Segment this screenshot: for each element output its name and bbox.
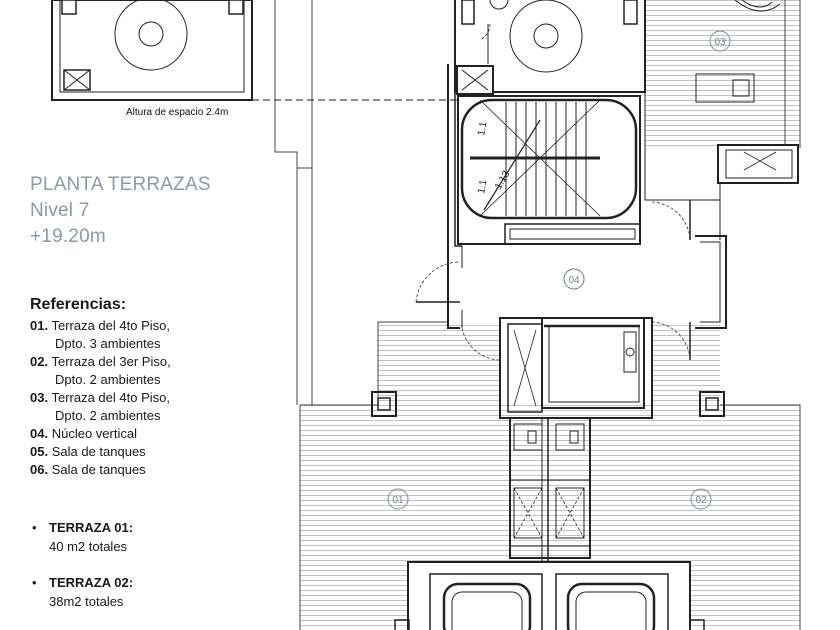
vertical-core [447, 64, 727, 329]
reference-item: 06. Sala de tanques [30, 461, 171, 479]
references-legend: Referencias: 01. Terraza del 4to Piso, D… [30, 296, 171, 479]
terrace-summary: • TERRAZA 02: 38m2 totales [32, 573, 133, 611]
mark-circle-04 [563, 268, 585, 290]
terrace-hatch-areas [300, 0, 800, 630]
plan-title-block: PLANTA TERRAZAS Nivel 7 +19.20m [30, 172, 211, 250]
reference-number: 01. [30, 318, 49, 333]
mark-label-03: 03 [714, 37, 726, 48]
reference-number: 03. [30, 390, 49, 405]
terrace-name: TERRAZA 01: [49, 520, 134, 535]
bullet: • [32, 575, 37, 590]
reference-text: Núcleo vertical [51, 426, 137, 441]
reference-text: Terraza del 4to Piso, [51, 390, 170, 405]
reference-item: 01. Terraza del 4to Piso, Dpto. 3 ambien… [30, 317, 171, 353]
mark-circle-02 [690, 488, 712, 510]
mark-circle-01 [387, 488, 409, 510]
bullet: • [32, 520, 37, 535]
tank-room-top-left [51, 0, 253, 101]
mark-label-04: 04 [568, 275, 580, 286]
stair-dim-1: 1.1 [476, 120, 489, 136]
reference-text: Sala de tanques [51, 444, 146, 459]
columns [371, 391, 725, 417]
right-side-fixture [695, 0, 799, 240]
reference-text: Terraza del 3er Piso, [51, 354, 171, 369]
door-swings [415, 201, 691, 361]
terrace-area: 38m2 totales [49, 594, 124, 609]
reference-number: 04. [30, 426, 49, 441]
bottom-tanks [394, 561, 705, 630]
reference-text-cont: Dpto. 3 ambientes [55, 336, 161, 351]
terrace-area: 40 m2 totales [49, 539, 128, 554]
reference-text: Sala de tanques [51, 462, 146, 477]
elevator-core [499, 317, 653, 419]
references-heading: Referencias: [30, 296, 127, 313]
reference-item: 05. Sala de tanques [30, 443, 171, 461]
reference-item: 03. Terraza del 4to Piso, Dpto. 2 ambien… [30, 389, 171, 425]
stair [460, 98, 638, 220]
reference-number: 02. [30, 354, 49, 369]
central-shaft [509, 417, 591, 630]
tank-room-top-center [454, 0, 646, 93]
plan-level: Nivel 7 [30, 200, 90, 221]
reference-text: Terraza del 4to Piso, [51, 318, 170, 333]
building-outline [274, 0, 801, 630]
stair-dim-3: 1.13 [493, 169, 512, 192]
reference-item: 04. Núcleo vertical [30, 425, 171, 443]
reference-number: 05. [30, 444, 49, 459]
mark-label-01: 01 [392, 495, 404, 506]
reference-text-cont: Dpto. 2 ambientes [55, 408, 161, 423]
area-marks [387, 30, 731, 510]
plan-title: PLANTA TERRAZAS [30, 174, 211, 195]
reference-number: 06. [30, 462, 49, 477]
mark-circle-03 [709, 30, 731, 52]
reference-text-cont: Dpto. 2 ambientes [55, 372, 161, 387]
terrace-summary: • TERRAZA 01: 40 m2 totales [32, 518, 133, 556]
reference-item: 02. Terraza del 3er Piso, Dpto. 2 ambien… [30, 353, 171, 389]
stair-dim-2: 1.1 [476, 178, 489, 194]
terrace-name: TERRAZA 02: [49, 575, 134, 590]
space-height-label: Altura de espacio 2.4m [126, 107, 228, 118]
plan-elevation: +19.20m [30, 226, 106, 247]
mark-label-02: 02 [695, 495, 707, 506]
